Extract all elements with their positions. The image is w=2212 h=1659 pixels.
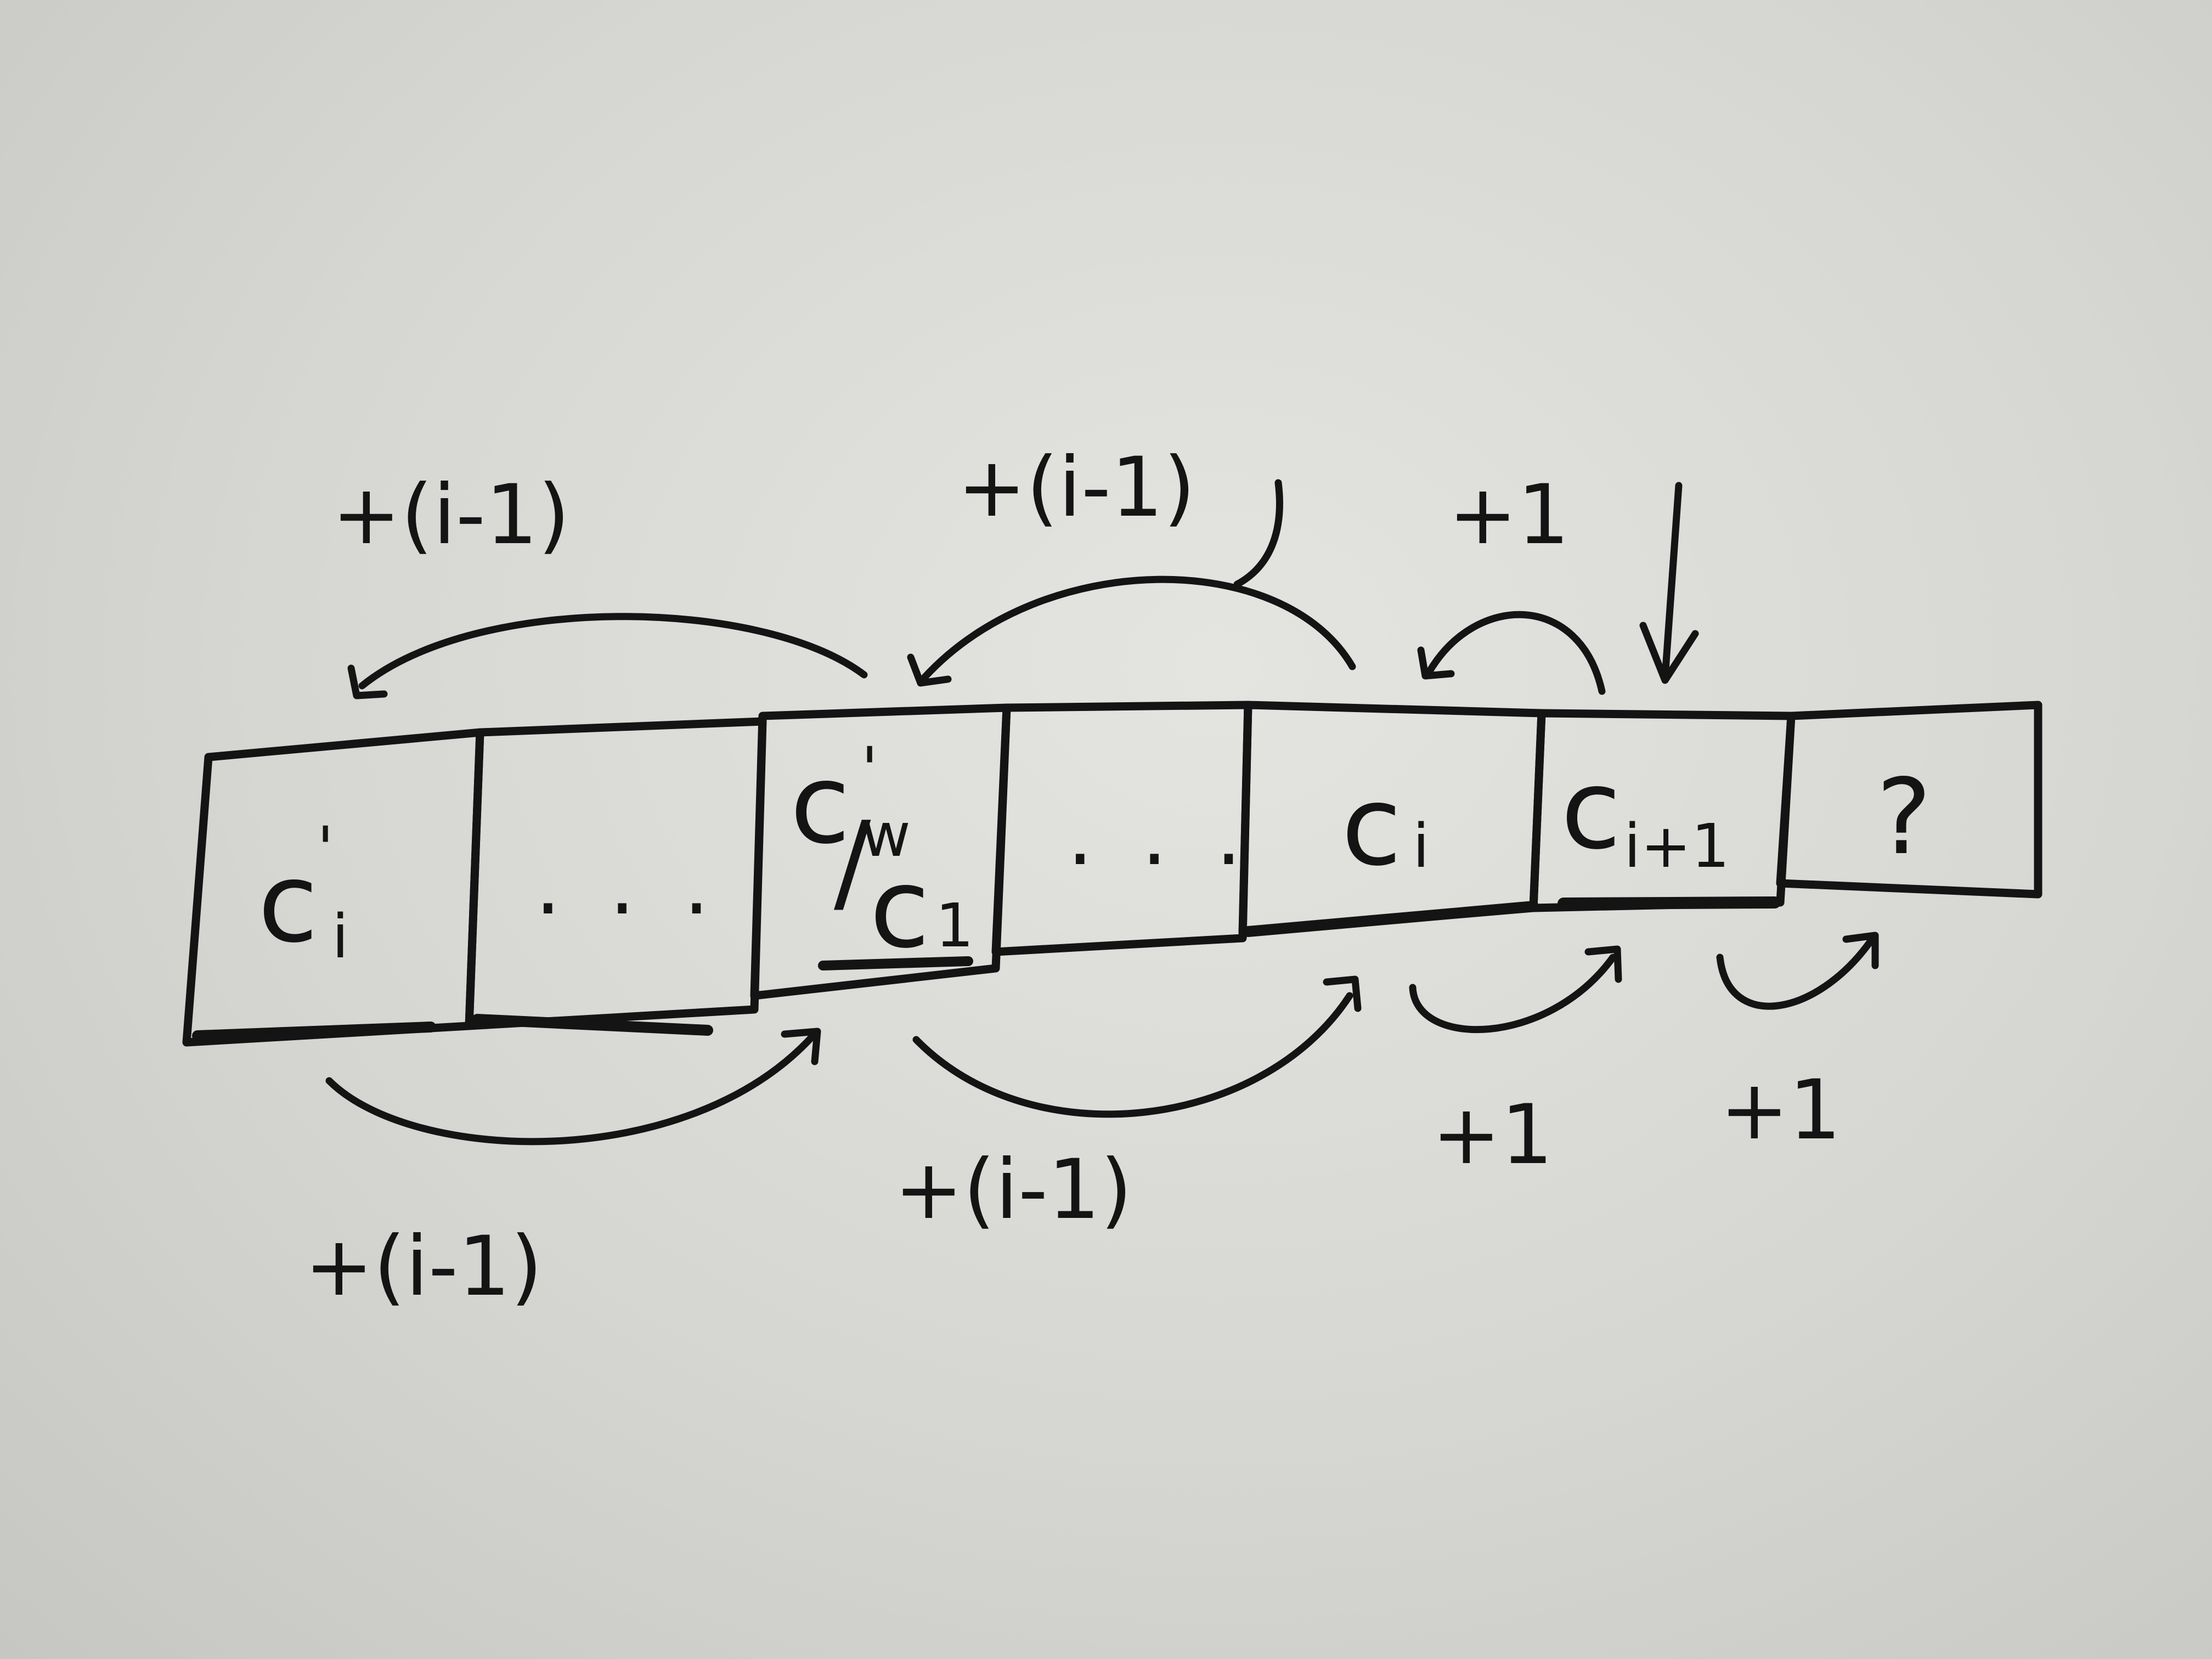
cell-6-label: c i+1 (1561, 746, 1730, 881)
cell-3-bottom-symbol: c (870, 845, 930, 973)
bottom-label-jump-2: +(i-1) (894, 1142, 1132, 1238)
cell-6-subscript: i+1 (1624, 811, 1730, 881)
cell-1-symbol: c (258, 839, 318, 967)
top-arc-2 (907, 479, 1356, 687)
cell-3-bottom-subscript: 1 (935, 890, 974, 961)
top-label-jump-2: +(i-1) (957, 440, 1195, 535)
bottom-arc-2 (912, 975, 1362, 1118)
top-arc-1 (347, 613, 868, 699)
bottom-label-step-1: +1 (1432, 1087, 1553, 1183)
bottom-arc-4 (1716, 932, 1879, 1010)
top-label-step: +1 (1448, 467, 1570, 563)
cell-3 (750, 703, 1011, 1000)
cell-5-label: c i (1341, 763, 1430, 890)
bottom-label-jump-1: +(i-1) (304, 1219, 543, 1314)
cell-7-question: ? (1876, 757, 1932, 878)
cell-row (182, 701, 2042, 1047)
bottom-arc-3 (1409, 945, 1622, 1034)
bottom-arc-1 (325, 1028, 821, 1146)
bottom-label-step-2: +1 (1720, 1063, 1841, 1158)
top-arc-3 (1417, 611, 1606, 695)
cell-4-ellipsis: . . . (1067, 788, 1252, 884)
cell-1-prime: ' (317, 814, 334, 884)
cell-2-ellipsis: . . . (535, 838, 720, 933)
top-label-jump-1: +(i-1) (332, 467, 570, 563)
cell-3-label: c w ' / c 1 (790, 734, 974, 973)
cell-3-top-symbol: c (790, 741, 850, 868)
cell-5-subscript: i (1413, 811, 1430, 881)
down-arrow (1639, 482, 1699, 684)
cell-2 (465, 717, 767, 1030)
cell-5-symbol: c (1341, 763, 1402, 890)
cell-4 (991, 701, 1252, 956)
cell-3-top-subscript: w (861, 800, 911, 870)
cell-3-slash: / (834, 798, 871, 926)
cell-6-symbol: c (1561, 746, 1621, 874)
cell-1-label: c i ' (258, 814, 349, 972)
cell-1-subscript: i (332, 901, 349, 972)
cell-3-prime: ' (861, 734, 878, 804)
cell-1 (182, 728, 484, 1047)
cell-7 (1776, 701, 2042, 899)
